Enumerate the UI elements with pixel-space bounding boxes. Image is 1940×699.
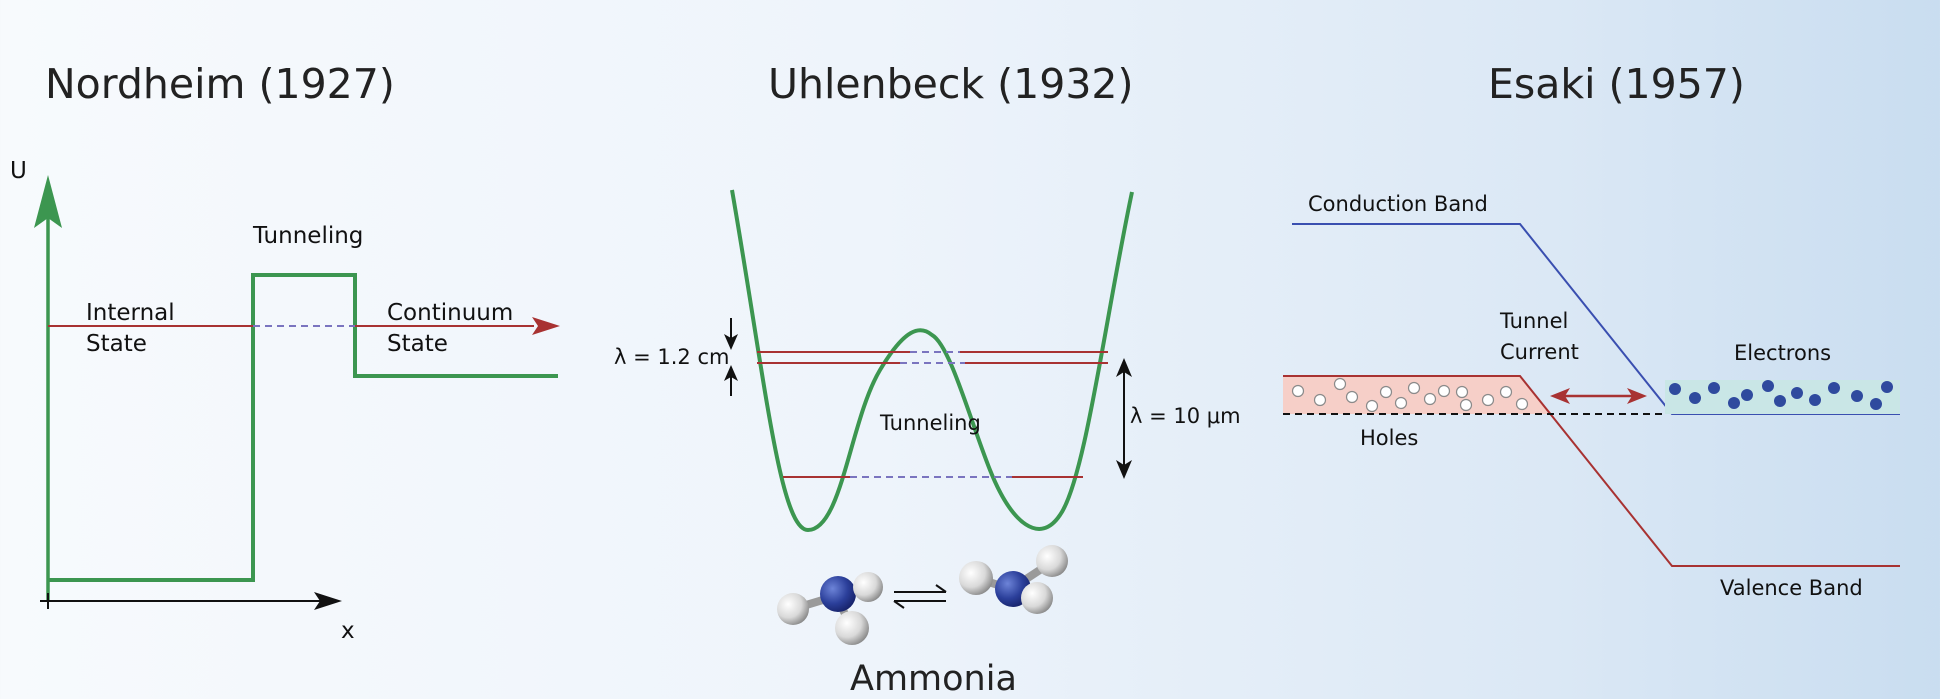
holes-label: Holes	[1360, 426, 1418, 450]
continuum-arrowhead	[532, 317, 560, 335]
u-axis-arrowhead	[34, 175, 62, 228]
tunnel-current-label-2: Current	[1500, 340, 1579, 364]
barrier-tunneling-label: Tunneling	[252, 223, 363, 249]
esaki-panel: Esaki (1957) Conduction Band Valence Ban…	[1283, 60, 1900, 600]
double-well-potential	[730, 189, 1134, 533]
small-split-arrowhead-top	[724, 334, 738, 350]
electrons-dots	[1669, 380, 1893, 410]
x-axis-arrowhead	[314, 592, 342, 610]
lambda-small-label: λ = 1.2 cm	[614, 345, 729, 369]
valence-band-label: Valence Band	[1720, 576, 1863, 600]
tunnel-current-arrowhead-left	[1550, 388, 1570, 404]
continuum-state-label-2: State	[387, 331, 448, 357]
equilibrium-arrows	[893, 584, 947, 609]
valence-band-line	[1283, 375, 1900, 567]
ammonia-label: Ammonia	[850, 659, 1017, 694]
nordheim-title: Nordheim (1927)	[45, 60, 395, 108]
uhlenbeck-title: Uhlenbeck (1932)	[768, 60, 1134, 108]
nordheim-panel: Nordheim (1927) U x Tunneling Internal S…	[10, 60, 560, 644]
tunnel-current-arrowhead-right	[1627, 388, 1647, 404]
tunnel-current-label-1: Tunnel	[1499, 309, 1568, 333]
well-tunneling-label: Tunneling	[879, 411, 981, 435]
large-split-arrowhead-bottom	[1116, 460, 1132, 479]
conduction-band-label: Conduction Band	[1308, 192, 1488, 216]
holes-dots	[1291, 377, 1529, 413]
continuum-state-label-1: Continuum	[387, 300, 513, 326]
small-split-arrowhead-bottom	[724, 365, 738, 381]
ammonia-molecule-left	[777, 572, 883, 645]
lambda-large-label: λ = 10 μm	[1130, 404, 1241, 428]
u-axis-label: U	[10, 158, 27, 184]
esaki-title: Esaki (1957)	[1488, 60, 1745, 108]
internal-state-label-1: Internal	[86, 300, 175, 326]
ammonia-molecule-right	[959, 545, 1068, 614]
uhlenbeck-panel: Uhlenbeck (1932) λ = 1.2 cm λ = 10 μm Tu…	[614, 60, 1241, 699]
x-axis-label: x	[341, 618, 355, 644]
nordheim-potential	[48, 273, 558, 582]
internal-state-label-2: State	[86, 331, 147, 357]
large-split-arrowhead-top	[1116, 358, 1132, 377]
electrons-label: Electrons	[1734, 341, 1831, 365]
